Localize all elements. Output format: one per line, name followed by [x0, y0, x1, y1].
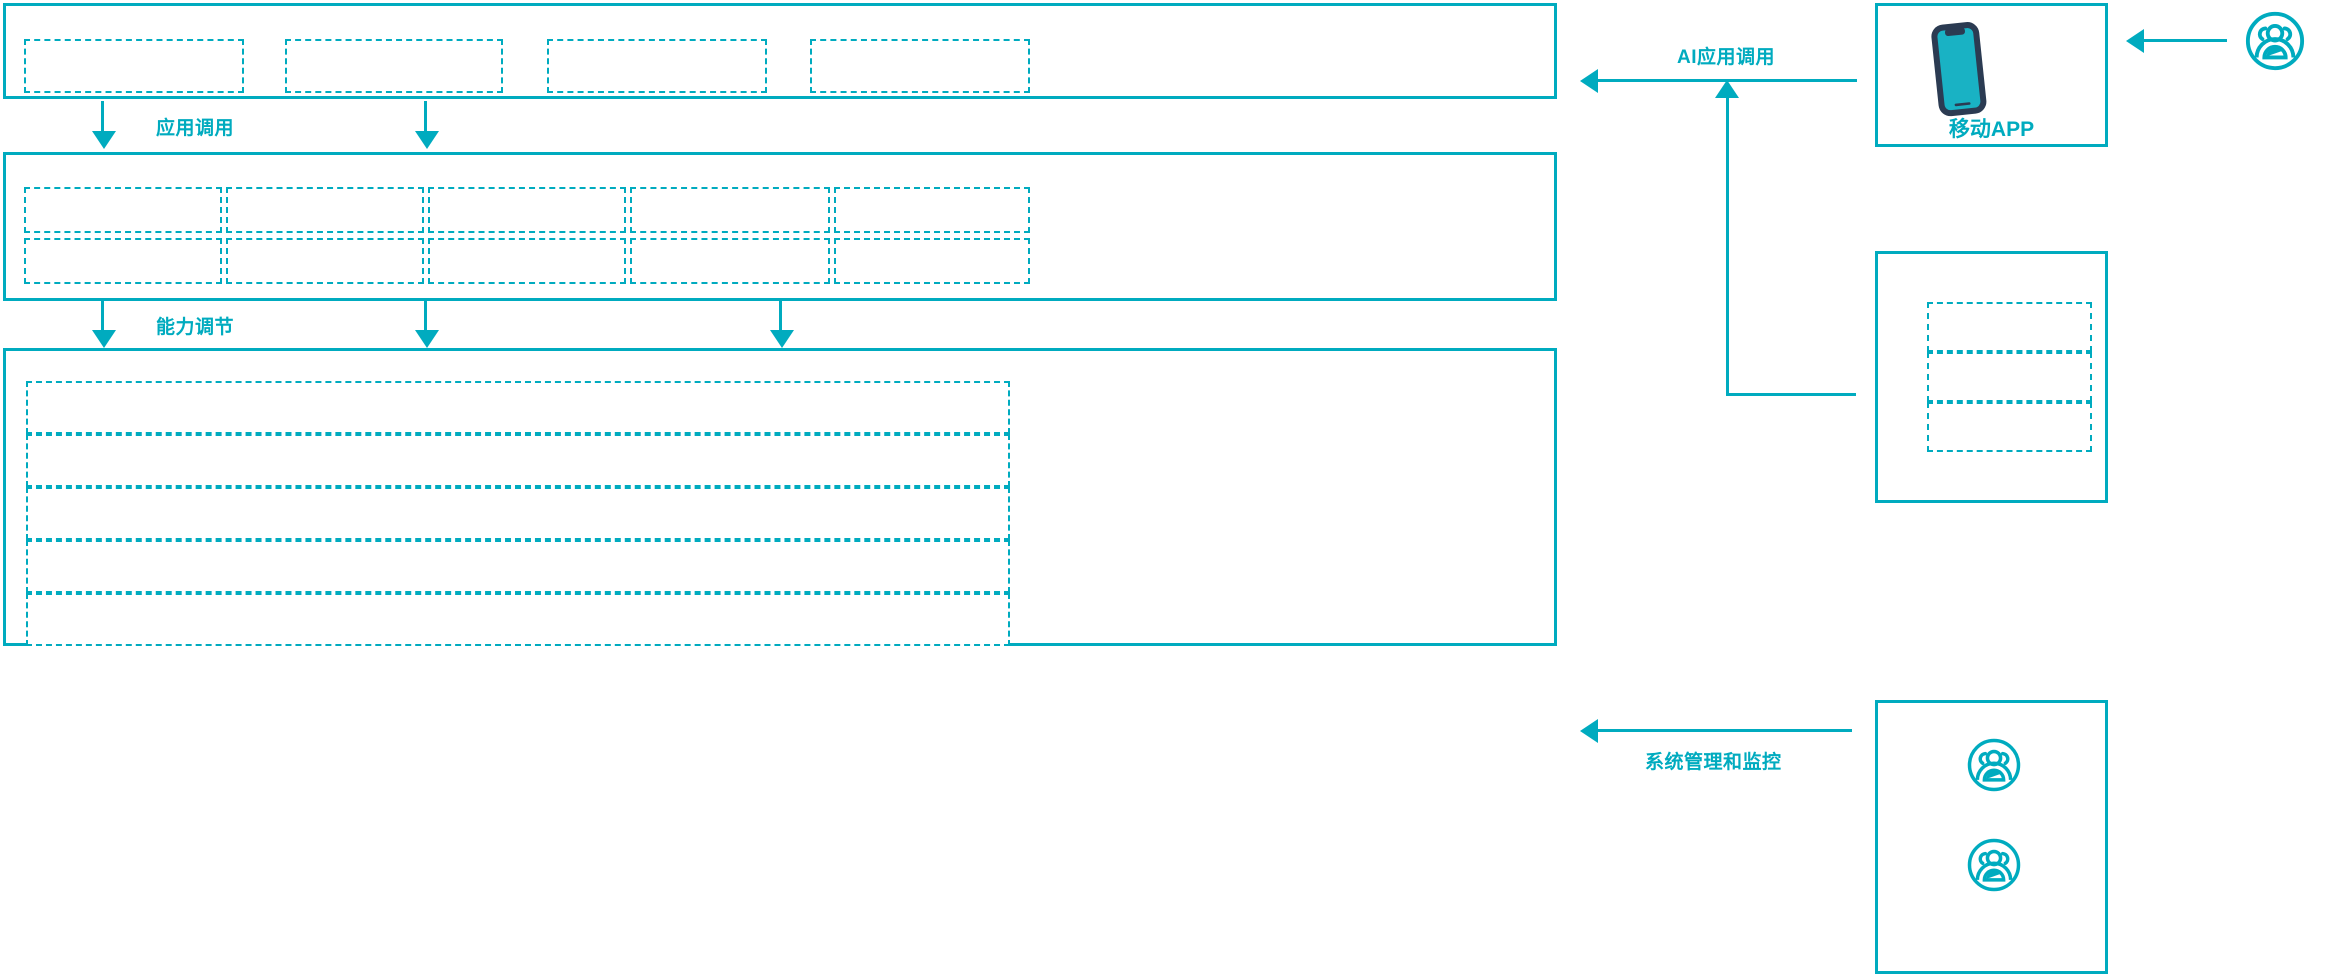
- mobile-app-card[interactable]: 移动APP: [1875, 3, 2108, 147]
- external-user-arrow: [2126, 29, 2144, 53]
- application-call-line-1: [101, 101, 104, 139]
- ai-application-call-riser-foot: [1726, 393, 1856, 396]
- external-user-group-icon[interactable]: [2244, 10, 2306, 72]
- app-slot-4[interactable]: [810, 39, 1030, 93]
- cap-cell-4-2[interactable]: [630, 238, 830, 284]
- capability-adjust-arrow-3: [770, 330, 794, 348]
- operator-user-group-icon-1[interactable]: [1966, 737, 2022, 793]
- ai-application-call-label: AI应用调用: [1677, 47, 1776, 68]
- capability-adjust-label: 能力调节: [156, 317, 235, 338]
- ai-application-call-riser: [1726, 96, 1729, 396]
- operators-card: [1875, 700, 2108, 974]
- app-slot-2[interactable]: [285, 39, 503, 93]
- application-call-label: 应用调用: [156, 118, 235, 139]
- application-call-line-2: [424, 101, 427, 139]
- system-management-label: 系统管理和监控: [1645, 752, 1782, 773]
- cap-cell-2-2[interactable]: [226, 238, 424, 284]
- cap-cell-5-1[interactable]: [834, 187, 1030, 233]
- cap-cell-1-2[interactable]: [24, 238, 222, 284]
- platform-band-5[interactable]: [26, 593, 1010, 646]
- capability-adjust-arrow-2: [415, 330, 439, 348]
- platform-band-2[interactable]: [26, 434, 1010, 487]
- external-user-line: [2143, 39, 2227, 42]
- cap-cell-3-2[interactable]: [428, 238, 626, 284]
- platform-band-4[interactable]: [26, 540, 1010, 593]
- ai-application-call-riser-arrow: [1715, 80, 1739, 98]
- platform-band-1[interactable]: [26, 381, 1010, 434]
- channel-slot-3[interactable]: [1927, 402, 2092, 452]
- application-call-arrow-1: [92, 131, 116, 149]
- channel-slot-2[interactable]: [1927, 352, 2092, 402]
- smartphone-icon: [1931, 22, 1987, 117]
- capability-adjust-line-1: [101, 301, 104, 338]
- cap-cell-1-1[interactable]: [24, 187, 222, 233]
- cap-cell-2-1[interactable]: [226, 187, 424, 233]
- app-slot-1[interactable]: [24, 39, 244, 93]
- application-call-arrow-2: [415, 131, 439, 149]
- capability-adjust-arrow-1: [92, 330, 116, 348]
- capability-adjust-line-2: [424, 301, 427, 338]
- channel-slot-1[interactable]: [1927, 302, 2092, 352]
- cap-cell-4-1[interactable]: [630, 187, 830, 233]
- system-management-line: [1597, 729, 1852, 732]
- platform-band-3[interactable]: [26, 487, 1010, 540]
- ai-application-call-arrow: [1580, 69, 1598, 93]
- application-layer: [3, 3, 1557, 99]
- app-slot-3[interactable]: [547, 39, 767, 93]
- mobile-app-caption: 移动APP: [1948, 118, 2035, 141]
- capability-adjust-line-3: [779, 301, 782, 338]
- operator-user-group-icon-2[interactable]: [1966, 837, 2022, 893]
- cap-cell-5-2[interactable]: [834, 238, 1030, 284]
- cap-cell-3-1[interactable]: [428, 187, 626, 233]
- system-management-arrow: [1580, 719, 1598, 743]
